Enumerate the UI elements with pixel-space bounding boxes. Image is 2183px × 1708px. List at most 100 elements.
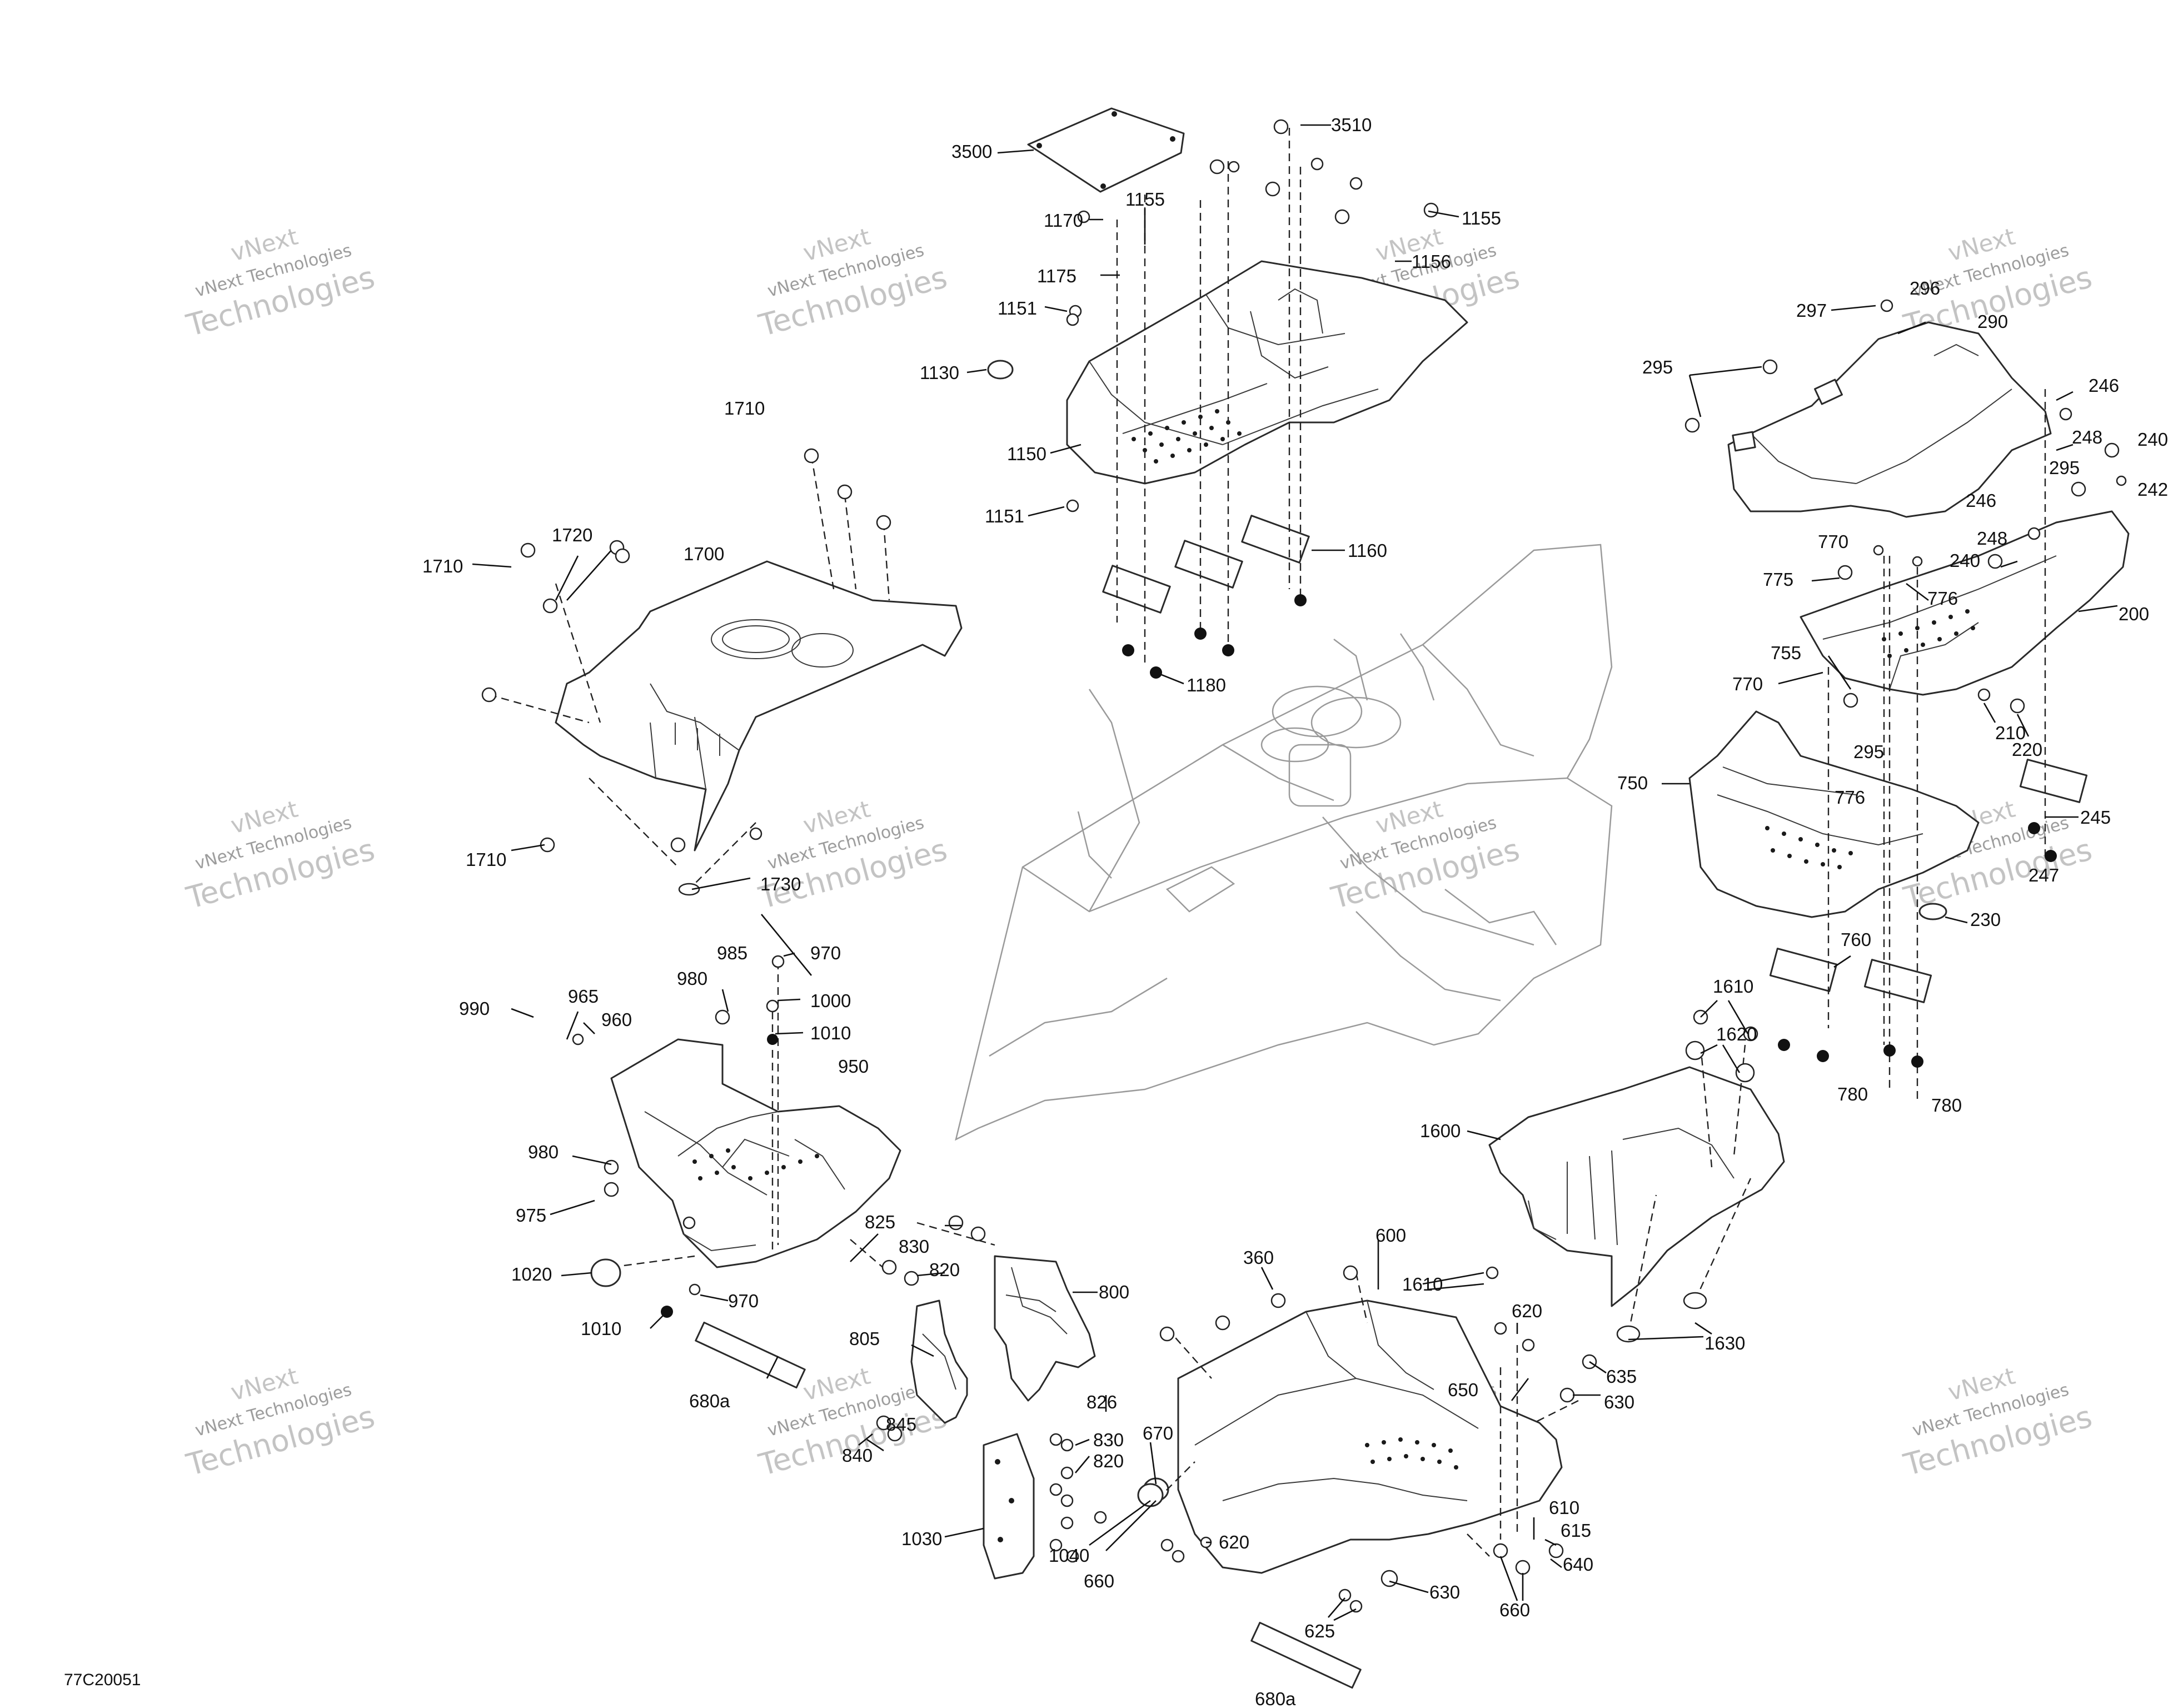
callout-label: 650 xyxy=(1448,1380,1478,1400)
watermark: vNext vNext Technologies Technologies xyxy=(755,223,950,343)
callout-label: 845 xyxy=(886,1414,916,1435)
callout-label: 220 xyxy=(2012,739,2042,760)
callout-label: 615 xyxy=(1561,1520,1591,1541)
callout-label: 990 xyxy=(459,998,490,1019)
callout-label: 980 xyxy=(677,968,707,989)
storage-tray-600 xyxy=(1143,1299,1563,1574)
tray-600-holes xyxy=(1365,1437,1458,1470)
block-760-b xyxy=(1863,959,1932,1003)
cover-290 xyxy=(1727,321,2052,518)
cover-plate-3500 xyxy=(1027,107,1185,193)
callout-label: 825 xyxy=(865,1212,895,1232)
callout-label: 1130 xyxy=(920,362,959,383)
callout-label: 770 xyxy=(1732,674,1763,694)
callout-label: 1160 xyxy=(1348,540,1387,561)
tray-750-holes xyxy=(1765,826,1853,869)
callout-labels: 3500 3510 1170 1155 1155 1175 1156 1151 … xyxy=(422,114,2168,1708)
callout-label: 970 xyxy=(728,1291,759,1311)
callout-label: 210 xyxy=(1995,723,2026,743)
callout-label: 625 xyxy=(1304,1621,1335,1641)
callout-label: 240 xyxy=(1950,550,1980,571)
callout-label: 680a xyxy=(689,1391,730,1411)
callout-label: 1170 xyxy=(1044,210,1083,231)
callout-label: 610 xyxy=(1549,1497,1579,1518)
callout-label: 1156 xyxy=(1412,251,1451,272)
callout-label: 1610 xyxy=(1713,976,1753,997)
callout-label: 1010 xyxy=(581,1318,621,1339)
callout-label: 360 xyxy=(1243,1247,1274,1268)
callout-label: 830 xyxy=(899,1236,929,1257)
callout-label: 297 xyxy=(1796,300,1827,321)
panel-805 xyxy=(910,1299,968,1424)
tray-floor-holes xyxy=(1132,409,1242,464)
callout-label: 970 xyxy=(810,943,841,963)
callout-label: 245 xyxy=(2080,807,2111,828)
block-245 xyxy=(2019,759,2088,803)
callout-label: 1155 xyxy=(1125,189,1165,210)
callout-label: 640 xyxy=(1563,1554,1593,1575)
callout-label: 1730 xyxy=(760,874,801,894)
callout-label: 670 xyxy=(1143,1423,1173,1443)
battery-tray-1150 xyxy=(987,107,1468,614)
callout-label: 776 xyxy=(1927,588,1958,609)
tray-950-holes xyxy=(692,1148,819,1181)
chassis-body xyxy=(955,544,1613,1141)
callout-label: 247 xyxy=(2029,865,2059,885)
callout-label: 780 xyxy=(1837,1084,1868,1104)
callout-label: 295 xyxy=(2049,457,2080,478)
callout-label: 290 xyxy=(1977,311,2008,332)
callout-label: 3500 xyxy=(951,141,992,162)
callout-label: 620 xyxy=(1512,1301,1542,1321)
callout-label: 950 xyxy=(838,1056,869,1077)
callout-label: 1010 xyxy=(810,1023,851,1043)
callout-label: 1040 xyxy=(1049,1545,1089,1566)
callout-label: 1151 xyxy=(985,506,1024,526)
callout-label: 830 xyxy=(1093,1430,1124,1450)
callout-label: 820 xyxy=(1093,1451,1124,1471)
watermark: vNext vNext Technologies Technologies xyxy=(1900,1362,2095,1483)
bracket-1030 xyxy=(983,1433,1035,1580)
callout-label: 760 xyxy=(1841,929,1871,950)
callout-label: 660 xyxy=(1084,1571,1114,1591)
fasteners xyxy=(481,119,2127,1613)
callout-label: 1180 xyxy=(1187,675,1226,695)
callout-label: 295 xyxy=(1642,357,1673,377)
callout-label: 635 xyxy=(1606,1366,1637,1387)
callout-label: 1720 xyxy=(552,525,592,545)
block-680a-left xyxy=(695,1321,806,1389)
callout-label: 296 xyxy=(1910,278,1940,298)
watermark: vNext vNext Technologies Technologies xyxy=(1327,795,1523,916)
panel-800 xyxy=(994,1255,1096,1402)
callout-label: 805 xyxy=(849,1328,880,1349)
callout-label: 826 xyxy=(1086,1392,1117,1412)
block-760-a xyxy=(1769,948,1838,992)
callout-label: 240 xyxy=(2137,429,2168,450)
callout-label: 630 xyxy=(1429,1582,1460,1602)
callout-label: 1000 xyxy=(810,990,851,1011)
callout-label: 775 xyxy=(1763,569,1793,590)
callout-label: 965 xyxy=(568,986,599,1007)
callout-label: 985 xyxy=(717,943,747,963)
callout-label: 248 xyxy=(2072,427,2102,447)
callout-label: 3510 xyxy=(1331,114,1372,135)
callout-label: 1175 xyxy=(1037,266,1076,286)
cover-1600 xyxy=(1488,1066,1785,1307)
callout-label: 1030 xyxy=(901,1528,942,1549)
cover-1700 xyxy=(555,560,963,851)
watermark: vNext vNext Technologies Technologies xyxy=(755,795,950,916)
callout-label: 1700 xyxy=(684,544,724,564)
callout-label: 1710 xyxy=(422,556,463,576)
callout-label: 246 xyxy=(2089,375,2119,396)
callout-label: 800 xyxy=(1099,1282,1129,1302)
storage-tray-950 xyxy=(610,1038,901,1268)
callout-label: 960 xyxy=(601,1009,632,1030)
callout-label: 776 xyxy=(1835,787,1865,808)
callout-label: 680a xyxy=(1255,1689,1296,1708)
callout-label: 750 xyxy=(1617,773,1648,793)
callout-label: 1610 xyxy=(1402,1274,1443,1294)
callout-label: 780 xyxy=(1931,1095,1962,1116)
callout-label: 660 xyxy=(1499,1600,1530,1620)
callout-label: 630 xyxy=(1604,1392,1634,1412)
callout-label: 600 xyxy=(1375,1225,1406,1246)
